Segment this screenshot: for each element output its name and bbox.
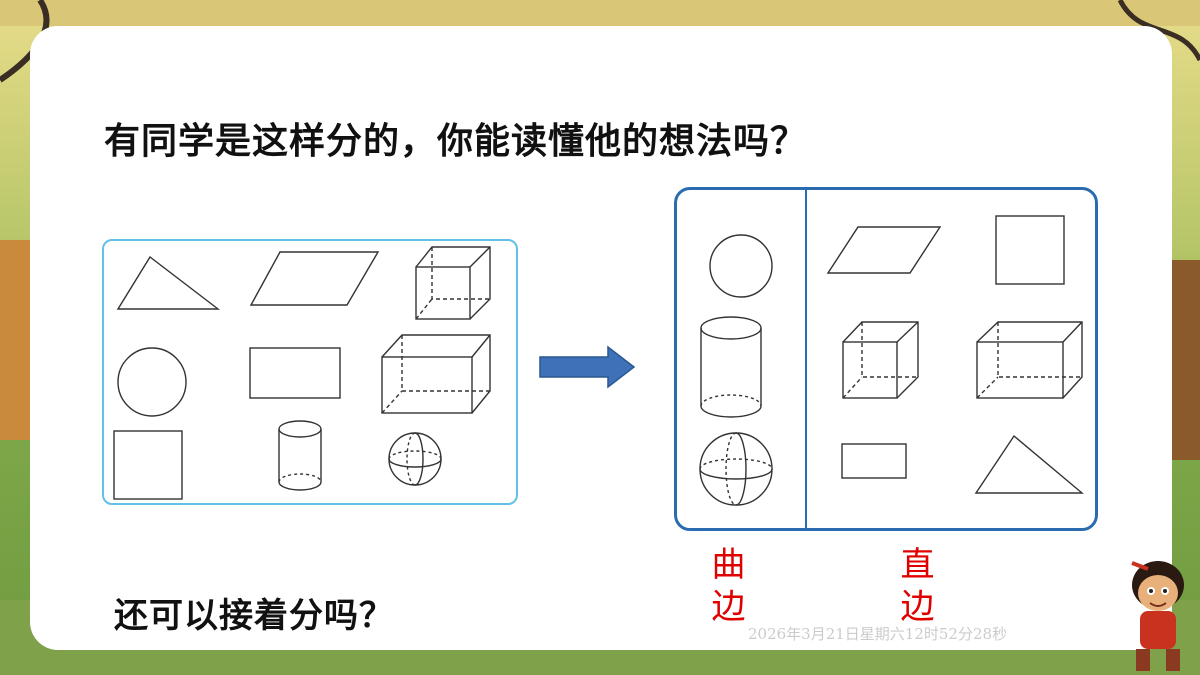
sphere-shape — [388, 432, 442, 486]
cuboid-shape — [976, 321, 1083, 399]
rectangle-shape — [249, 347, 341, 399]
cube-shape — [415, 246, 491, 320]
category-divider — [805, 189, 807, 529]
cylinder-shape — [700, 316, 762, 418]
cylinder-shape — [278, 420, 322, 491]
cuboid-shape — [381, 334, 491, 414]
cube-shape — [842, 321, 919, 399]
followup-question: 还可以接着分吗？ — [114, 596, 394, 636]
square-shape — [995, 215, 1065, 285]
straight-edge-label: 直边 — [894, 546, 934, 630]
triangle-shape — [974, 434, 1084, 494]
timestamp-watermark: 2026年3月21日星期六12时52分28秒 — [748, 625, 1008, 643]
unsorted-shapes — [113, 246, 491, 500]
circle-shape — [117, 347, 187, 417]
sorted-shapes — [699, 215, 1084, 506]
parallelogram-shape — [249, 251, 380, 306]
cartoon-mascot-icon — [1131, 561, 1184, 671]
square-shape — [113, 430, 183, 500]
unsorted-shapes-panel — [102, 239, 518, 505]
parallelogram-shape — [826, 226, 942, 274]
sphere-shape — [699, 432, 773, 506]
question-text: 有同学是这样分的，你能读懂他的想法吗？ — [104, 121, 808, 162]
curved-edge-label: 曲边 — [705, 546, 745, 630]
triangle-shape — [116, 255, 221, 310]
right-arrow-icon — [539, 345, 636, 389]
circle-shape — [709, 234, 773, 298]
sorted-shapes-panel — [674, 187, 1098, 531]
rectangle-shape — [841, 443, 907, 479]
